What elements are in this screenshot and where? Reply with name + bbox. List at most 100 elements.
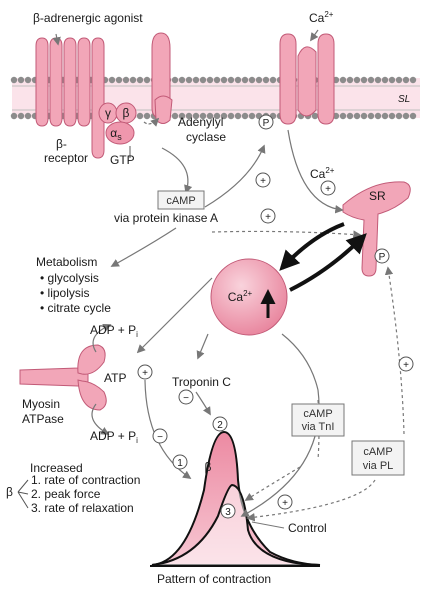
lipid-head: [388, 76, 396, 84]
plus-badge: +: [320, 180, 336, 196]
adp-bottom-arrow: [91, 403, 110, 435]
sl-label: SL: [398, 94, 410, 105]
atp-label: ATP: [104, 371, 126, 385]
lipid-head: [339, 112, 347, 120]
lipid-head: [199, 76, 207, 84]
camp-pl-line1: cAMP: [363, 446, 392, 458]
lipid-head: [143, 112, 151, 120]
minus-badge: −: [152, 428, 168, 444]
camp-pl-line2: via PL: [363, 460, 394, 472]
svg-text:3: 3: [225, 507, 231, 518]
lipid-head: [360, 112, 368, 120]
phosphate-badges: P P: [258, 114, 390, 264]
lipid-head: [248, 112, 256, 120]
phosphate-badge: P: [258, 114, 274, 130]
lipid-head: [353, 112, 361, 120]
lipid-head: [255, 76, 263, 84]
lipid-head: [136, 76, 144, 84]
step-numbers: 1 2 3: [172, 416, 236, 519]
lipid-head: [17, 76, 25, 84]
gs-to-ac-arrow: [143, 117, 160, 127]
camp-tni-box: cAMP via TnI: [291, 403, 345, 437]
lipid-head: [374, 76, 382, 84]
gray-arrows: [52, 29, 405, 522]
metabolism-item: • citrate cycle: [40, 301, 111, 315]
ca-cycling-arrows: [279, 222, 367, 292]
ca-center-label: Ca2+: [228, 289, 253, 304]
troponin-c-label: Troponin C: [172, 375, 231, 389]
lipid-head: [10, 76, 18, 84]
effect-item: 2. peak force: [31, 487, 101, 501]
plus-badge: +: [137, 364, 153, 380]
lipid-head: [227, 112, 235, 120]
lipid-head: [248, 76, 256, 84]
ca-to-relaxation-arrow: [240, 333, 320, 517]
camp-tni-line2: via TnI: [302, 421, 335, 433]
adenylyl-label-2: cyclase: [186, 130, 226, 144]
plus-signs: + + + + + +: [137, 172, 414, 510]
svg-text:+: +: [325, 184, 331, 195]
lipid-head: [17, 112, 25, 120]
tni-arrow: [244, 466, 301, 501]
beta-receptor-label-1: β-: [56, 137, 67, 151]
plus-badge: +: [398, 356, 414, 372]
plus-badge: +: [260, 208, 276, 224]
increased-label: Increased: [30, 461, 83, 475]
svg-text:+: +: [282, 498, 288, 509]
lipid-head: [108, 76, 116, 84]
beta-effects-label: β: [6, 485, 13, 499]
lipid-head: [381, 76, 389, 84]
lipid-head: [185, 112, 193, 120]
pl-arrow: [246, 479, 376, 522]
alpha-label: αs: [110, 126, 122, 142]
g-protein: γ β αs: [98, 102, 137, 145]
ca-top-label: Ca2+: [309, 10, 334, 25]
gamma-label: γ: [105, 106, 111, 120]
lipid-head: [213, 76, 221, 84]
lipid-head: [346, 76, 354, 84]
lipid-head: [199, 112, 207, 120]
lipid-head: [234, 76, 242, 84]
lipid-head: [311, 112, 319, 120]
agonist-arrow: [52, 33, 61, 46]
svg-text:1: 1: [177, 458, 183, 469]
lipid-head: [409, 112, 417, 120]
ca-sr-label: Ca2+: [310, 166, 335, 181]
lipid-head: [192, 112, 200, 120]
lipid-head: [171, 76, 179, 84]
lipid-head: [122, 76, 130, 84]
pattern-of-contraction-label: Pattern of contraction: [157, 572, 271, 586]
gtp-label: GTP: [110, 153, 135, 167]
metabolism-list: • glycolysis • lipolysis • citrate cycle: [40, 271, 111, 315]
lipid-head: [171, 112, 179, 120]
minus-signs: − −: [152, 389, 194, 444]
sr-label: SR: [369, 189, 386, 203]
lipid-head: [395, 76, 403, 84]
g-alpha-subunit: [105, 121, 135, 145]
lipid-head: [241, 112, 249, 120]
svg-text:P: P: [263, 118, 270, 129]
lipid-head: [178, 112, 186, 120]
effect-item: 1. rate of contraction: [31, 473, 140, 487]
beta-receptor: [35, 37, 105, 159]
step-1-badge: 1: [172, 454, 188, 470]
step-3-badge: 3: [220, 503, 236, 519]
myosin-label-2: ATPase: [22, 412, 64, 426]
beta-receptor-label-2: receptor: [44, 151, 88, 165]
lipid-head: [402, 76, 410, 84]
svg-text:−: −: [157, 432, 163, 443]
lipid-head: [206, 76, 214, 84]
lipid-head: [227, 76, 235, 84]
control-label: Control: [288, 521, 327, 535]
sr-uptake-arrow: [289, 233, 367, 292]
lipid-head: [388, 112, 396, 120]
effects-list: 1. rate of contraction 2. peak force 3. …: [31, 473, 140, 515]
lipid-head: [409, 76, 417, 84]
lipid-head: [185, 76, 193, 84]
phosphate-badge: P: [374, 248, 390, 264]
lipid-head: [262, 76, 270, 84]
adenylyl-cyclase: [151, 32, 173, 124]
lipid-head: [234, 112, 242, 120]
lipid-head: [402, 112, 410, 120]
